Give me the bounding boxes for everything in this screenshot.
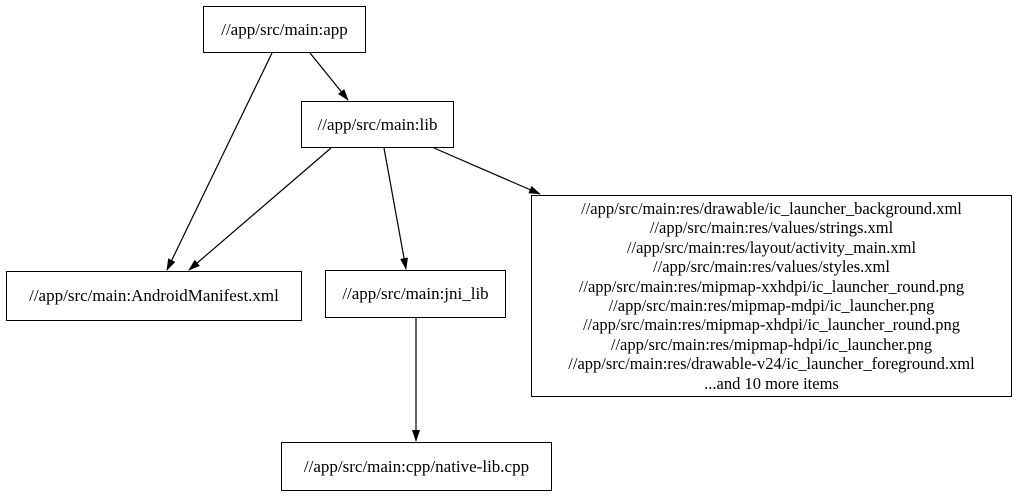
- res-group-line: //app/src/main:res/values/styles.xml: [653, 257, 890, 277]
- node-android-manifest-label: //app/src/main:AndroidManifest.xml: [29, 286, 279, 306]
- res-group-line: //app/src/main:res/drawable/ic_launcher_…: [581, 198, 962, 218]
- node-lib: //app/src/main:lib: [301, 101, 454, 148]
- res-group-line: //app/src/main:res/mipmap-hdpi/ic_launch…: [610, 334, 933, 354]
- node-native-lib: //app/src/main:cpp/native-lib.cpp: [281, 442, 552, 491]
- edge-app-to-manifest: [166, 52, 273, 271]
- res-group-line: //app/src/main:res/mipmap-xhdpi/ic_launc…: [582, 315, 961, 335]
- edge-app-to-lib: [309, 52, 349, 101]
- node-app: //app/src/main:app: [203, 6, 366, 53]
- edge-lib-to-jni-lib: [383, 147, 408, 270]
- res-group-line: //app/src/main:res/mipmap-mdpi/ic_launch…: [608, 296, 935, 315]
- res-group-line: //app/src/main:res/mipmap-xxhdpi/ic_laun…: [578, 276, 965, 296]
- res-group-line: //app/src/main:res/drawable-v24/ic_launc…: [568, 354, 975, 374]
- edge-lib-to-manifest: [188, 147, 332, 271]
- res-group-more-items: ...and 10 more items: [704, 373, 839, 393]
- node-app-label: //app/src/main:app: [221, 19, 348, 39]
- edge-lib-to-res-group: [433, 147, 541, 195]
- res-group-line: //app/src/main:res/values/strings.xml: [649, 218, 894, 238]
- node-lib-label: //app/src/main:lib: [317, 114, 438, 134]
- node-jni-lib-label: //app/src/main:jni_lib: [342, 284, 489, 304]
- node-native-lib-label: //app/src/main:cpp/native-lib.cpp: [303, 456, 530, 476]
- node-jni-lib: //app/src/main:jni_lib: [325, 270, 506, 318]
- node-res-group: //app/src/main:res/drawable/ic_launcher_…: [531, 195, 1012, 397]
- node-android-manifest: //app/src/main:AndroidManifest.xml: [6, 271, 302, 321]
- res-group-line: //app/src/main:res/layout/activity_main.…: [626, 237, 917, 257]
